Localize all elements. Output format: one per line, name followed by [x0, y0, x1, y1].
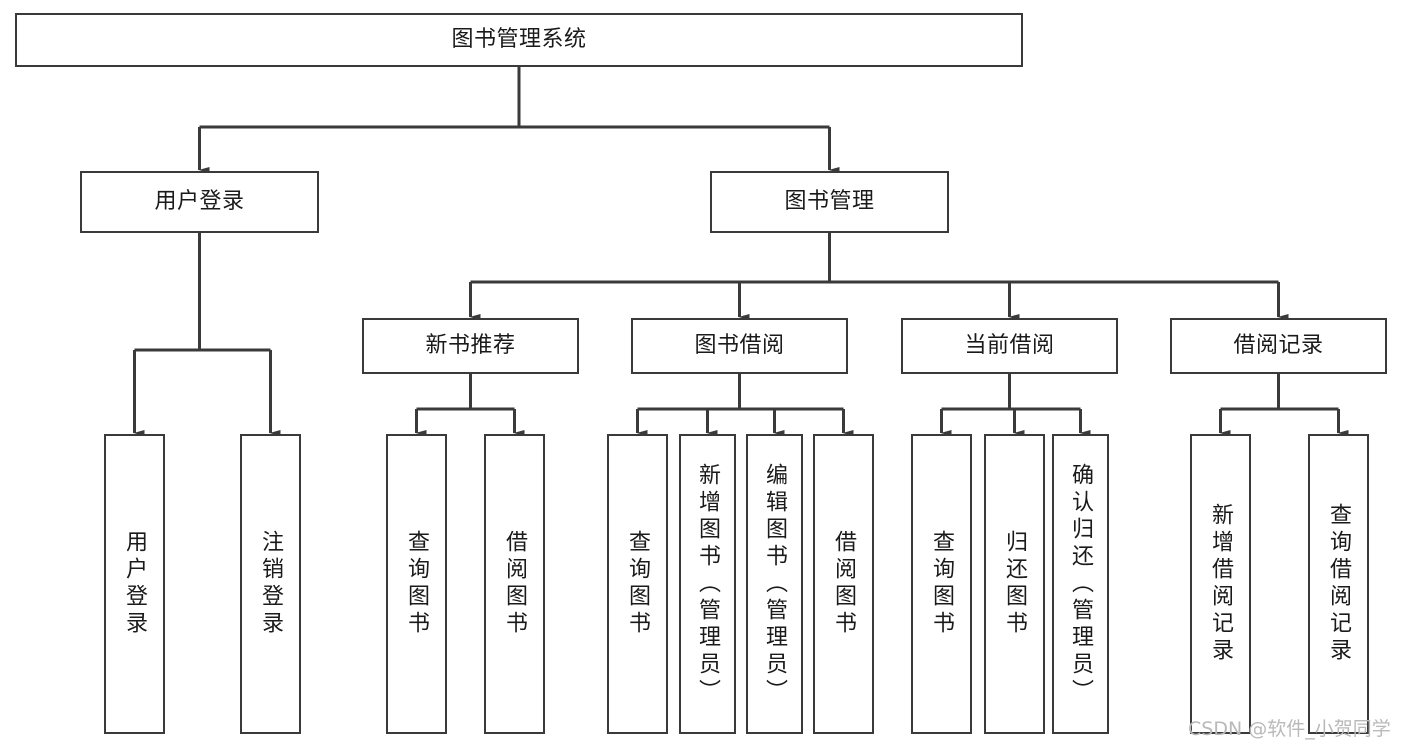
node-leaf-query-record[interactable]: 查询借阅记录 — [1308, 434, 1369, 734]
node-label: 当前借阅 — [964, 333, 1055, 359]
node-new-book-rec[interactable]: 新书推荐 — [362, 318, 579, 374]
connector-bus — [1220, 374, 1339, 411]
node-label: 归还图书 — [1002, 530, 1028, 638]
node-label: 借阅记录 — [1233, 333, 1324, 359]
node-label: 图书管理系统 — [451, 27, 587, 53]
node-label: 查询图书 — [929, 530, 955, 638]
node-leaf-user-login[interactable]: 用户登录 — [104, 434, 165, 734]
node-label: 查询图书 — [404, 530, 430, 638]
node-leaf-logout[interactable]: 注销登录 — [240, 434, 301, 734]
node-label: 查询图书 — [625, 530, 651, 638]
connector-bus — [637, 374, 844, 411]
connector-bus — [470, 233, 1279, 284]
node-leaf-edit-book[interactable]: 编辑图书（管理员） — [746, 434, 803, 734]
node-label: 用户登录 — [122, 530, 148, 638]
node-leaf-add-book[interactable]: 新增图书（管理员） — [679, 434, 736, 734]
connector-bus — [134, 233, 271, 352]
node-label: 查询借阅记录 — [1326, 503, 1352, 665]
node-leaf-query-book-3[interactable]: 查询图书 — [911, 434, 972, 734]
node-leaf-borrow-book-2[interactable]: 借阅图书 — [813, 434, 874, 734]
node-label: 图书借阅 — [694, 333, 785, 359]
node-book-manage[interactable]: 图书管理 — [710, 171, 949, 233]
node-book-borrow[interactable]: 图书借阅 — [631, 318, 848, 374]
node-root[interactable]: 图书管理系统 — [15, 13, 1023, 67]
node-label: 编辑图书（管理员） — [762, 462, 788, 706]
node-label: 新增图书（管理员） — [695, 462, 721, 706]
node-leaf-confirm-return[interactable]: 确认归还（管理员） — [1052, 434, 1109, 734]
node-label: 借阅图书 — [502, 530, 528, 638]
node-user-login[interactable]: 用户登录 — [80, 171, 319, 233]
node-label: 新书推荐 — [425, 333, 516, 359]
node-label: 借阅图书 — [831, 530, 857, 638]
node-leaf-query-book-2[interactable]: 查询图书 — [607, 434, 668, 734]
connector-bus — [199, 67, 830, 129]
node-label: 注销登录 — [258, 530, 284, 638]
node-label: 确认归还（管理员） — [1068, 462, 1094, 706]
connector-bus — [416, 374, 515, 411]
node-leaf-add-record[interactable]: 新增借阅记录 — [1190, 434, 1251, 734]
node-label: 图书管理 — [784, 189, 875, 215]
node-leaf-borrow-book-1[interactable]: 借阅图书 — [484, 434, 545, 734]
node-label: 用户登录 — [154, 189, 245, 215]
node-label: 新增借阅记录 — [1208, 503, 1234, 665]
node-borrow-record[interactable]: 借阅记录 — [1170, 318, 1387, 374]
node-current-borrow[interactable]: 当前借阅 — [901, 318, 1118, 374]
node-leaf-query-book-1[interactable]: 查询图书 — [386, 434, 447, 734]
node-leaf-return-book[interactable]: 归还图书 — [984, 434, 1045, 734]
connector-bus — [941, 374, 1081, 411]
csdn-watermark: CSDN @软件_小贺同学 — [1188, 718, 1391, 740]
